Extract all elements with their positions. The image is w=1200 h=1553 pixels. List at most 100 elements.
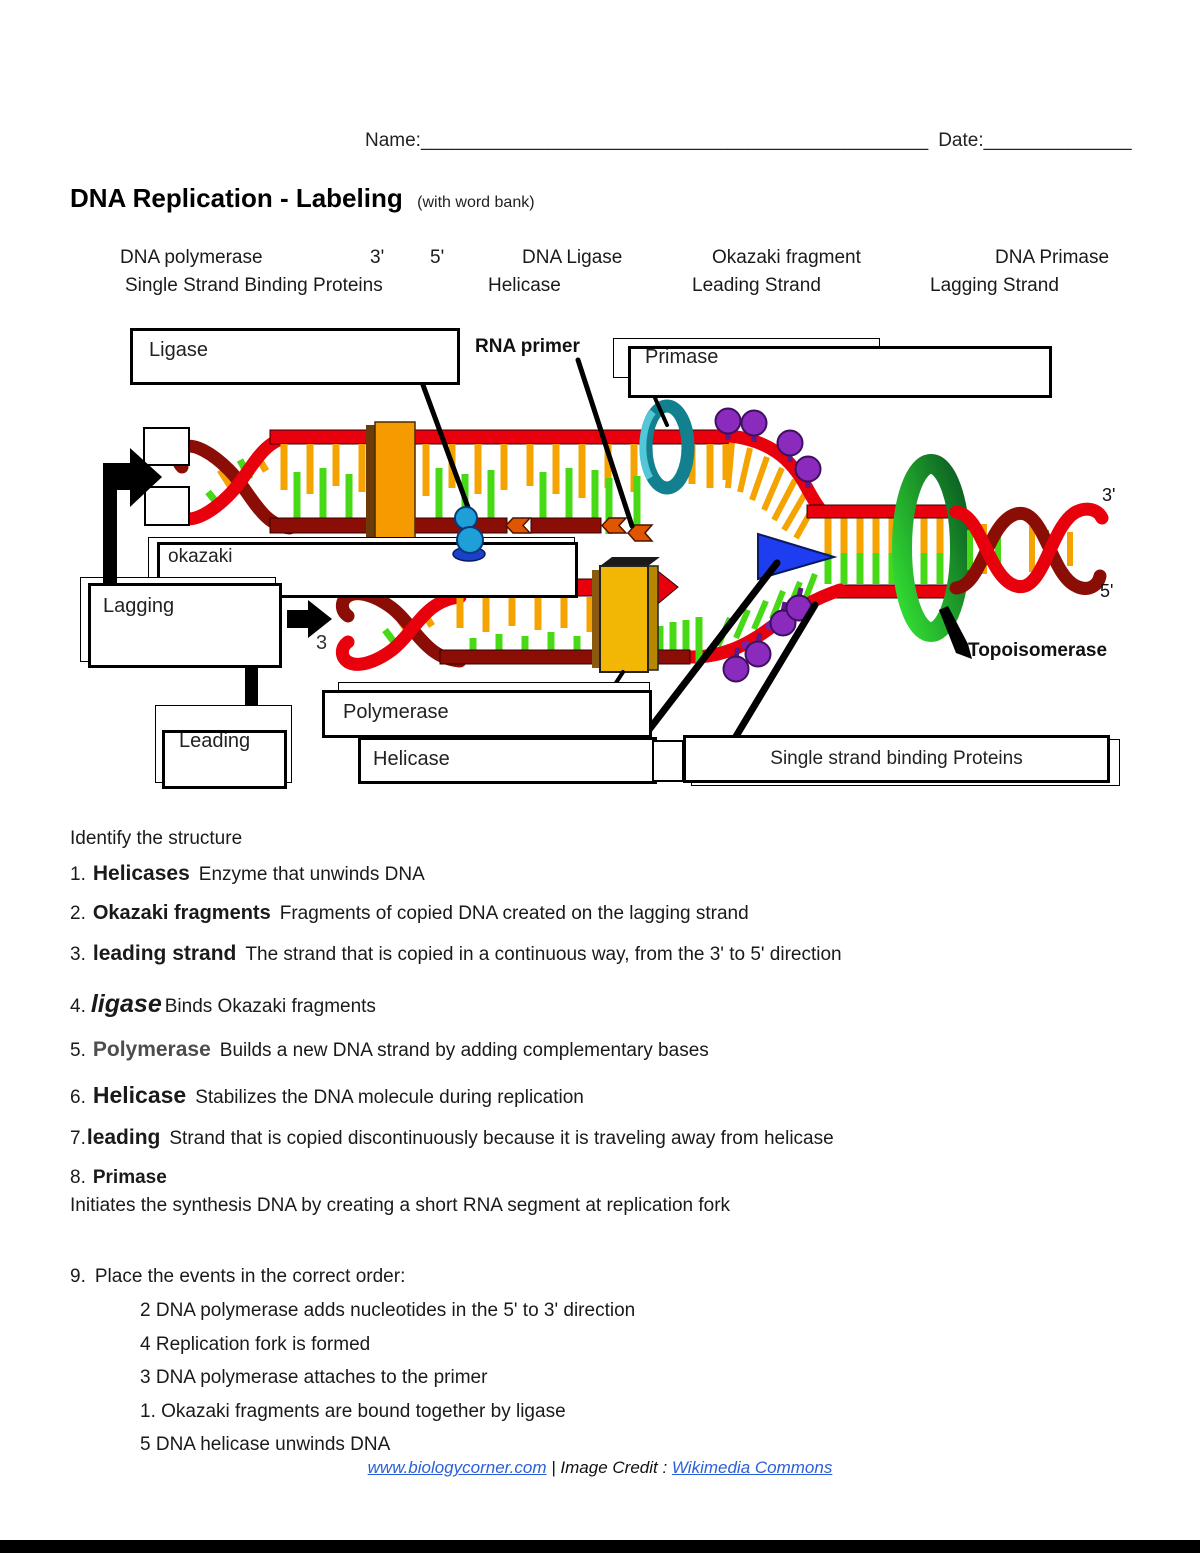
three-label: 3 bbox=[316, 632, 328, 654]
title-subtext: (with word bank) bbox=[417, 194, 535, 211]
q5-desc: Builds a new DNA strand by adding comple… bbox=[219, 1040, 709, 1061]
q8-term: Primase bbox=[92, 1167, 167, 1188]
answer-lagging-text: Lagging bbox=[103, 595, 175, 617]
question-item-6: 6. Helicase Stabilizes the DNA molecule du… bbox=[70, 1082, 584, 1109]
ssb-proteins-top bbox=[714, 407, 822, 488]
right-parental-helix bbox=[949, 502, 1109, 595]
q5-term: Polymerase bbox=[92, 1038, 211, 1061]
answer-box-polymerase: Polymerase bbox=[322, 690, 652, 738]
answer-box-helicase: Helicase bbox=[358, 737, 657, 784]
question-item-9: 9. Place the events in the correct order: bbox=[70, 1266, 405, 1288]
lagging-direction-arrows bbox=[245, 600, 332, 712]
q1-desc: Enzyme that unwinds DNA bbox=[198, 864, 425, 885]
topoisomerase-label: Topoisomerase bbox=[968, 640, 1108, 661]
q2-num: 2. bbox=[70, 903, 86, 924]
q4-num: 4. bbox=[70, 996, 86, 1017]
question-item-8: 8. Primase bbox=[70, 1167, 167, 1189]
wordbank-5prime: 5' bbox=[430, 247, 445, 268]
answer-box-leading: Leading bbox=[162, 730, 287, 789]
answer-box-small-1 bbox=[143, 427, 190, 466]
q5-num: 5. bbox=[70, 1040, 86, 1061]
q7-term: leading bbox=[86, 1126, 161, 1149]
question-item-2: 2. Okazaki fragments Fragments of copied D… bbox=[70, 902, 749, 925]
q9-event-1: 2 DNA polymerase adds nucleotides in the… bbox=[140, 1300, 636, 1321]
questions-intro: Identify the structure bbox=[70, 828, 243, 849]
lagging-elbow-arrow bbox=[103, 448, 162, 583]
answer-helicase-text: Helicase bbox=[373, 748, 450, 770]
wordbank-okazaki: Okazaki fragment bbox=[712, 247, 861, 268]
q1-term: Helicases bbox=[92, 862, 190, 885]
topoisomerase-ring bbox=[892, 454, 970, 642]
question-item-3: 3. leading strand The strand that is copie… bbox=[70, 942, 842, 966]
q1-num: 1. bbox=[70, 864, 86, 885]
question-item-7: 7.leading Strand that is copied discontin… bbox=[70, 1126, 834, 1150]
q3-desc: The strand that is copied in a continuou… bbox=[245, 944, 842, 965]
footer-credit: www.biologycorner.com | Image Credit : W… bbox=[0, 1458, 1200, 1478]
rna-primer-segments bbox=[504, 517, 654, 542]
date-label: Date: bbox=[938, 130, 984, 151]
name-blank-line: ________________________________________… bbox=[420, 130, 929, 151]
q2-term: Okazaki fragments bbox=[92, 902, 271, 924]
answer-leading-text: Leading bbox=[179, 730, 251, 752]
question-item-8-desc: Initiates the synthesis DNA by creating … bbox=[70, 1195, 731, 1216]
wordbank-leading: Leading Strand bbox=[692, 275, 821, 296]
polymerase-orange-block bbox=[366, 421, 416, 543]
answer-box-lagging: Lagging bbox=[88, 583, 282, 668]
footer-separator: | Image Credit : bbox=[551, 1458, 668, 1477]
q4-term: ligase bbox=[90, 990, 162, 1018]
answer-ligase-text: Ligase bbox=[149, 339, 208, 361]
q7-num: 7. bbox=[70, 1128, 86, 1149]
q6-term: Helicase bbox=[92, 1082, 187, 1108]
page-bottom-edge bbox=[0, 1540, 1200, 1553]
diagram-overlay-art bbox=[103, 448, 486, 583]
answer-ssb-text: Single strand binding Proteins bbox=[770, 748, 1023, 769]
q9-label: Place the events in the correct order: bbox=[94, 1266, 406, 1287]
answer-box-ssb: Single strand binding Proteins bbox=[683, 735, 1110, 783]
answer-box-small-2 bbox=[144, 486, 190, 526]
q8-num: 8. bbox=[70, 1167, 86, 1188]
question-item-5: 5. Polymerase Builds a new DNA strand by a… bbox=[70, 1038, 709, 1062]
q6-num: 6. bbox=[70, 1087, 86, 1108]
answer-box-primase: Primase bbox=[628, 346, 1052, 398]
q3-num: 3. bbox=[70, 944, 86, 965]
rna-primer-label: RNA primer bbox=[475, 336, 580, 357]
wordbank-helicase: Helicase bbox=[488, 275, 561, 296]
q4-desc: Binds Okazaki fragments bbox=[164, 996, 376, 1017]
primase-ring bbox=[639, 399, 695, 495]
answer-primase-text: Primase bbox=[645, 346, 719, 368]
biologycorner-link[interactable]: www.biologycorner.com bbox=[367, 1458, 547, 1477]
q9-event-3: 3 DNA polymerase attaches to the primer bbox=[140, 1367, 488, 1388]
wordbank-dna-polymerase: DNA polymerase bbox=[120, 247, 263, 268]
ligase-blob bbox=[452, 506, 486, 562]
topoisomerase-pointer bbox=[939, 606, 972, 659]
five-prime-label: 5' bbox=[1100, 581, 1114, 601]
q9-event-5: 5 DNA helicase unwinds DNA bbox=[140, 1434, 391, 1455]
wikimedia-link[interactable]: Wikimedia Commons bbox=[671, 1458, 833, 1477]
name-label: Name: bbox=[365, 130, 421, 151]
q9-num: 9. bbox=[70, 1266, 86, 1287]
replication-diagram: Ligase RNA primer Primase okazaki Laggin… bbox=[70, 320, 1140, 800]
q6-desc: Stabilizes the DNA molecule during repli… bbox=[195, 1087, 584, 1108]
title-text: DNA Replication - Labeling bbox=[70, 183, 403, 213]
q9-event-4: 1. Okazaki fragments are bound together … bbox=[140, 1401, 566, 1422]
date-blank-line: ______________ bbox=[983, 130, 1132, 151]
q3-term: leading strand bbox=[92, 942, 237, 965]
three-prime-label: 3' bbox=[1102, 485, 1116, 505]
wordbank-dna-ligase: DNA Ligase bbox=[522, 247, 623, 268]
answer-polymerase-text: Polymerase bbox=[343, 701, 449, 723]
answer-box-connector bbox=[652, 740, 684, 782]
page-title: DNA Replication - Labeling (with word ba… bbox=[70, 183, 535, 214]
wordbank-lagging: Lagging Strand bbox=[930, 275, 1059, 296]
connector-lines bbox=[420, 357, 819, 742]
dna-replication-art bbox=[171, 357, 1109, 742]
q2-desc: Fragments of copied DNA created on the l… bbox=[279, 903, 749, 924]
wordbank-dna-primase: DNA Primase bbox=[995, 247, 1110, 268]
answer-box-ligase: Ligase bbox=[130, 328, 460, 385]
q7-desc: Strand that is copied discontinuously be… bbox=[169, 1128, 834, 1149]
q9-event-2: 4 Replication fork is formed bbox=[140, 1334, 371, 1355]
wordbank-3prime: 3' bbox=[370, 247, 385, 268]
ssb-proteins-bottom bbox=[722, 587, 813, 683]
wordbank-ssb: Single Strand Binding Proteins bbox=[125, 275, 383, 296]
